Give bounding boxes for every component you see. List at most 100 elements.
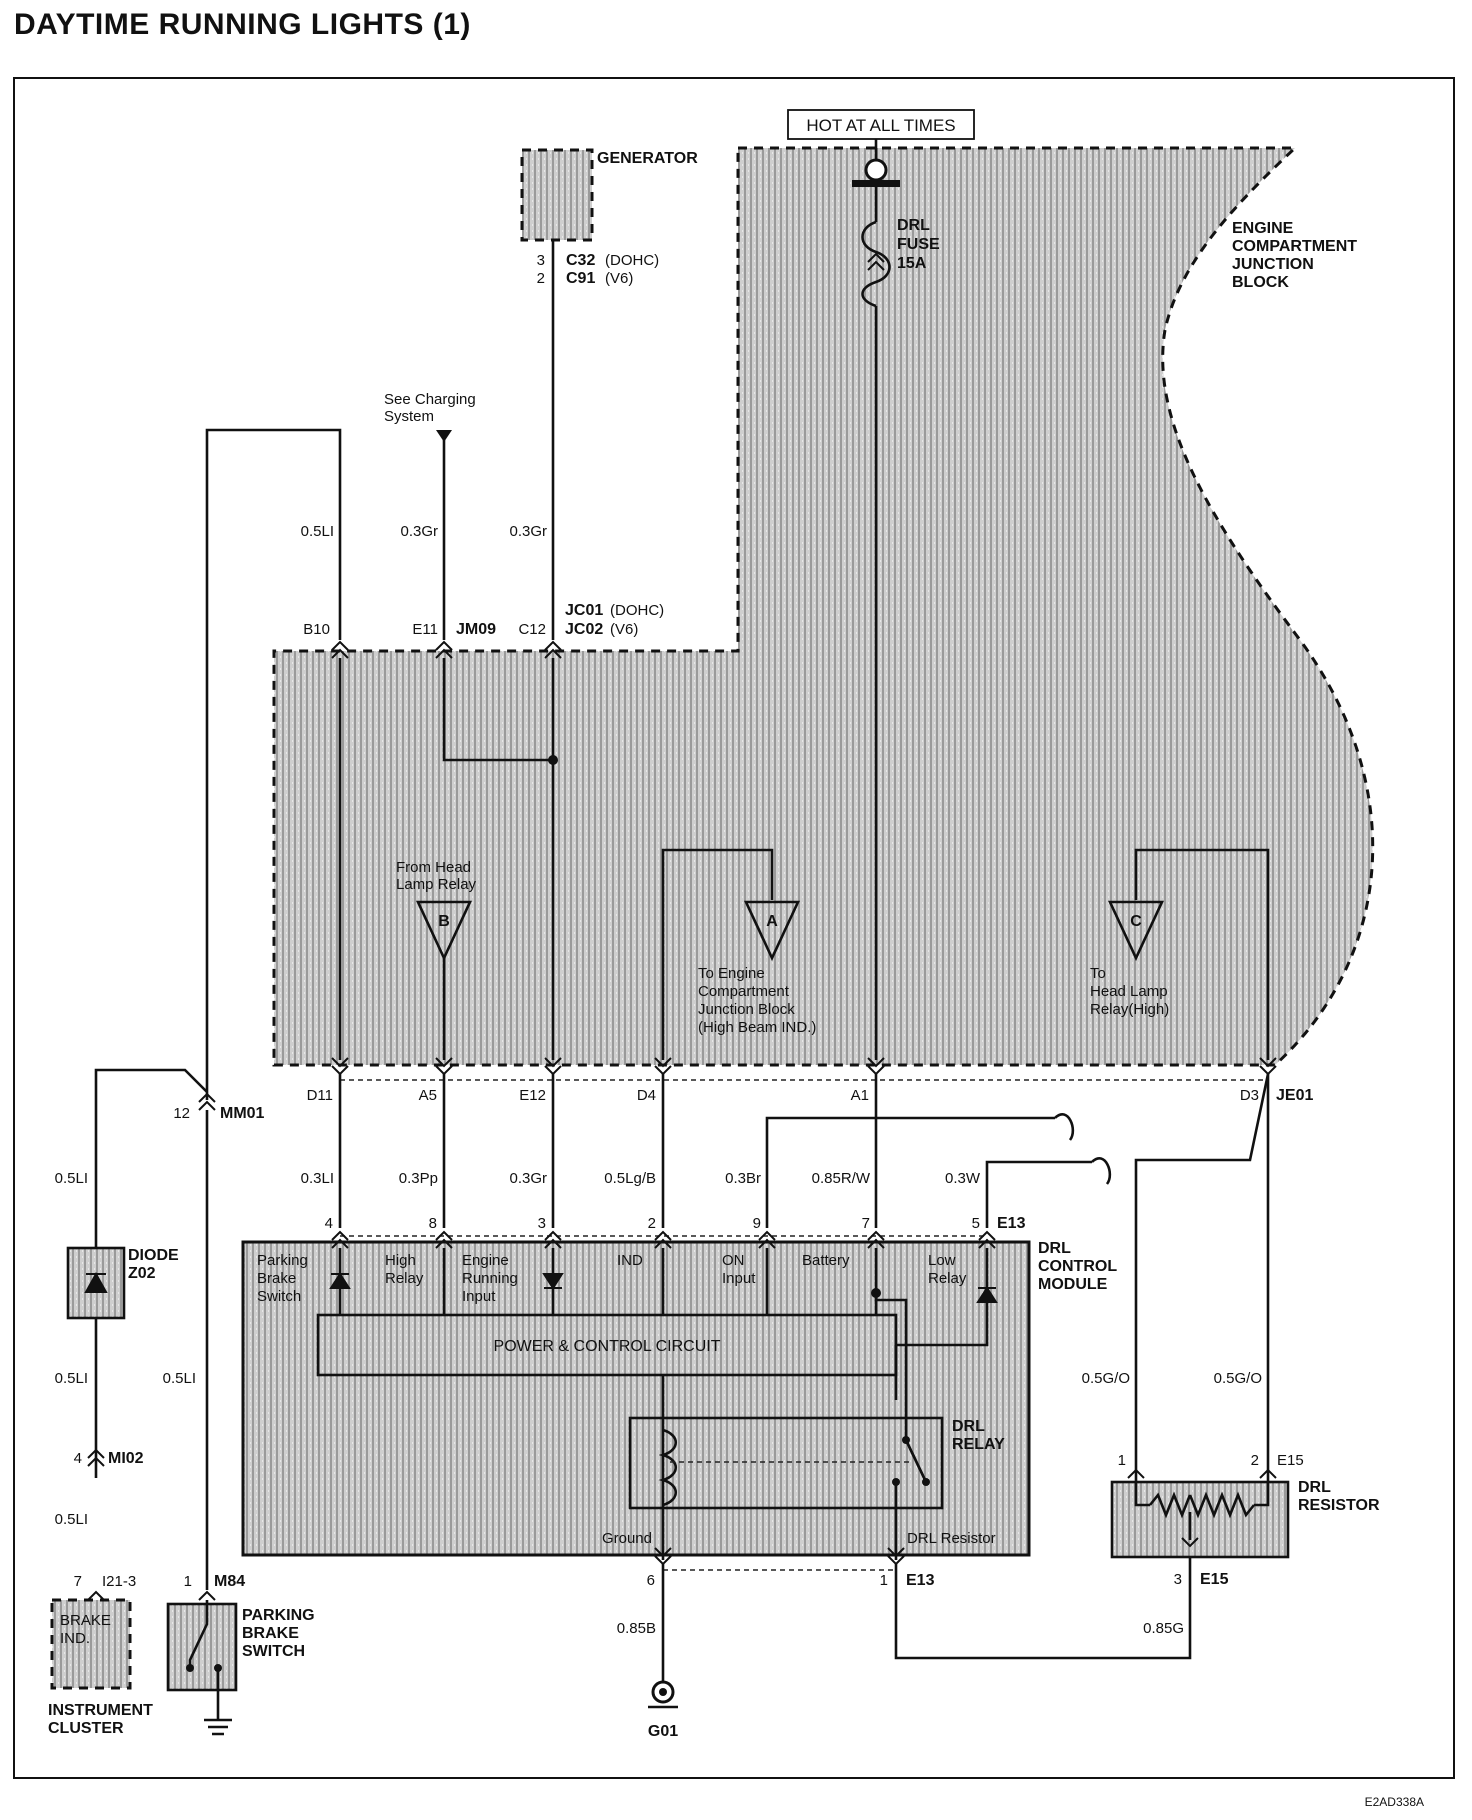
switch-ground-icon	[204, 1718, 232, 1736]
wire-pbs: 0.5LI	[163, 1370, 196, 1387]
wire-on: 0.3Br	[725, 1170, 761, 1187]
offpage-c-text-1: To	[1090, 965, 1106, 982]
res-pin2: 2	[1251, 1452, 1259, 1469]
conn-d4: D4	[637, 1087, 656, 1104]
conn-jm09: JM09	[456, 621, 496, 638]
mi02-name: MI02	[108, 1450, 144, 1467]
mod-pin-5: 5	[972, 1215, 980, 1232]
mod-resistor-label: DRL Resistor	[907, 1530, 996, 1547]
wire-e11: 0.3Gr	[400, 523, 438, 540]
conn-b10: B10	[303, 621, 330, 638]
conn-jc02-var: (V6)	[610, 621, 638, 638]
offpage-c-triangle	[1107, 900, 1165, 962]
mod-pin-4: 4	[325, 1215, 333, 1232]
wire-d4: 0.5Lg/B	[604, 1170, 656, 1187]
diode-z02-box	[66, 1246, 126, 1320]
wire-diode-top: 0.5LI	[55, 1170, 88, 1187]
engine-diode-icon	[542, 1273, 564, 1290]
wire-e15: 0.85G	[1143, 1620, 1184, 1637]
in-on-2: Input	[722, 1270, 756, 1287]
res-name-1: DRL	[1298, 1479, 1331, 1496]
page-title: DAYTIME RUNNING LIGHTS (1)	[14, 8, 471, 41]
conn-c12: C12	[518, 621, 546, 638]
offpage-a-text-1: To Engine	[698, 965, 765, 982]
ecjb-label-3: JUNCTION	[1232, 256, 1314, 273]
res-pin1: 1	[1118, 1452, 1126, 1469]
brake-ind-1: BRAKE	[60, 1612, 111, 1629]
wire-b10: 0.5LI	[301, 523, 334, 540]
offpage-a-text-2: Compartment	[698, 983, 790, 1000]
relay-label-1: DRL	[952, 1418, 985, 1435]
wire-diode-bottom: 0.5LI	[55, 1370, 88, 1387]
i21-pin: 7	[74, 1573, 82, 1590]
in-parking-1: Parking	[257, 1252, 308, 1269]
offpage-c-letter: C	[1130, 913, 1142, 930]
circuit-label: POWER & CONTROL CIRCUIT	[494, 1338, 721, 1355]
parking-brake-switch-box	[166, 1602, 238, 1692]
mod-name-2: CONTROL	[1038, 1258, 1117, 1275]
conn-je01: JE01	[1276, 1087, 1313, 1104]
wire-a1: 0.85R/W	[812, 1170, 871, 1187]
conn-d3: D3	[1240, 1087, 1259, 1104]
fuse-label-2: FUSE	[897, 236, 940, 253]
conn-d11: D11	[307, 1087, 333, 1104]
pbs-2: BRAKE	[242, 1625, 299, 1642]
mod-name-1: DRL	[1038, 1240, 1071, 1257]
m84-name: M84	[214, 1573, 245, 1590]
drl-relay	[628, 1416, 944, 1510]
diode-name: DIODE	[128, 1247, 179, 1264]
offpage-b-triangle	[415, 900, 473, 962]
offpage-a-triangle	[743, 900, 801, 962]
mod-bottom-pin1: 1	[880, 1572, 888, 1589]
in-parking-2: Brake	[257, 1270, 296, 1287]
ecjb-label-2: COMPARTMENT	[1232, 238, 1357, 255]
conn-jc01: JC01	[565, 602, 603, 619]
wire-e12: 0.3Gr	[509, 1170, 547, 1187]
resistor-zigzag-icon	[1148, 1491, 1256, 1519]
offpage-b-letter: B	[438, 913, 450, 930]
wire-d11: 0.3LI	[301, 1170, 334, 1187]
i21-name: I21-3	[102, 1573, 136, 1590]
fuse-label-3: 15A	[897, 255, 927, 272]
res-name-2: RESISTOR	[1298, 1497, 1380, 1514]
in-high-1: High	[385, 1252, 416, 1269]
wire-res2: 0.5G/O	[1214, 1370, 1262, 1387]
res-pin3: 3	[1174, 1571, 1182, 1588]
diode-z02-icon	[84, 1271, 108, 1293]
drl-control-module	[241, 1240, 1031, 1557]
conn-jc01-var: (DOHC)	[610, 602, 664, 619]
conn-a5: A5	[419, 1087, 437, 1104]
gen-pin2: 2	[537, 270, 545, 287]
top-connector-chevrons	[331, 252, 885, 659]
res-conn: E15	[1277, 1452, 1304, 1469]
mm01-pin: 12	[173, 1105, 190, 1122]
wire-low: 0.3W	[945, 1170, 981, 1187]
gen-conn2: C91	[566, 270, 595, 287]
low-diode-icon	[976, 1286, 998, 1303]
relay-label-2: RELAY	[952, 1436, 1005, 1453]
offpage-a-letter: A	[766, 913, 778, 930]
generator-label: GENERATOR	[597, 150, 698, 167]
offpage-c-text-2: Head Lamp	[1090, 983, 1168, 1000]
in-engine-1: Engine	[462, 1252, 509, 1269]
offpage-a-text-4: (High Beam IND.)	[698, 1019, 816, 1036]
wire-a5: 0.3Pp	[399, 1170, 438, 1187]
in-high-2: Relay	[385, 1270, 424, 1287]
conn-e11: E11	[412, 621, 438, 638]
mod-pin-7: 7	[862, 1215, 870, 1232]
conn-jc02: JC02	[565, 621, 603, 638]
in-engine-2: Running	[462, 1270, 518, 1287]
mod-bottom-conn: E13	[906, 1572, 935, 1589]
gen-var2: (V6)	[605, 270, 633, 287]
parking-diode-icon	[329, 1272, 351, 1289]
mod-conn: E13	[997, 1215, 1026, 1232]
offpage-b-text-2: Lamp Relay	[396, 876, 477, 893]
wire-res1: 0.5G/O	[1082, 1370, 1130, 1387]
instrument-cluster-1: INSTRUMENT	[48, 1702, 153, 1719]
pbs-1: PARKING	[242, 1607, 315, 1624]
in-low-2: Relay	[928, 1270, 967, 1287]
in-parking-3: Switch	[257, 1288, 301, 1305]
diode-id: Z02	[128, 1265, 156, 1282]
footer-code: E2AD338A	[1365, 1795, 1424, 1809]
